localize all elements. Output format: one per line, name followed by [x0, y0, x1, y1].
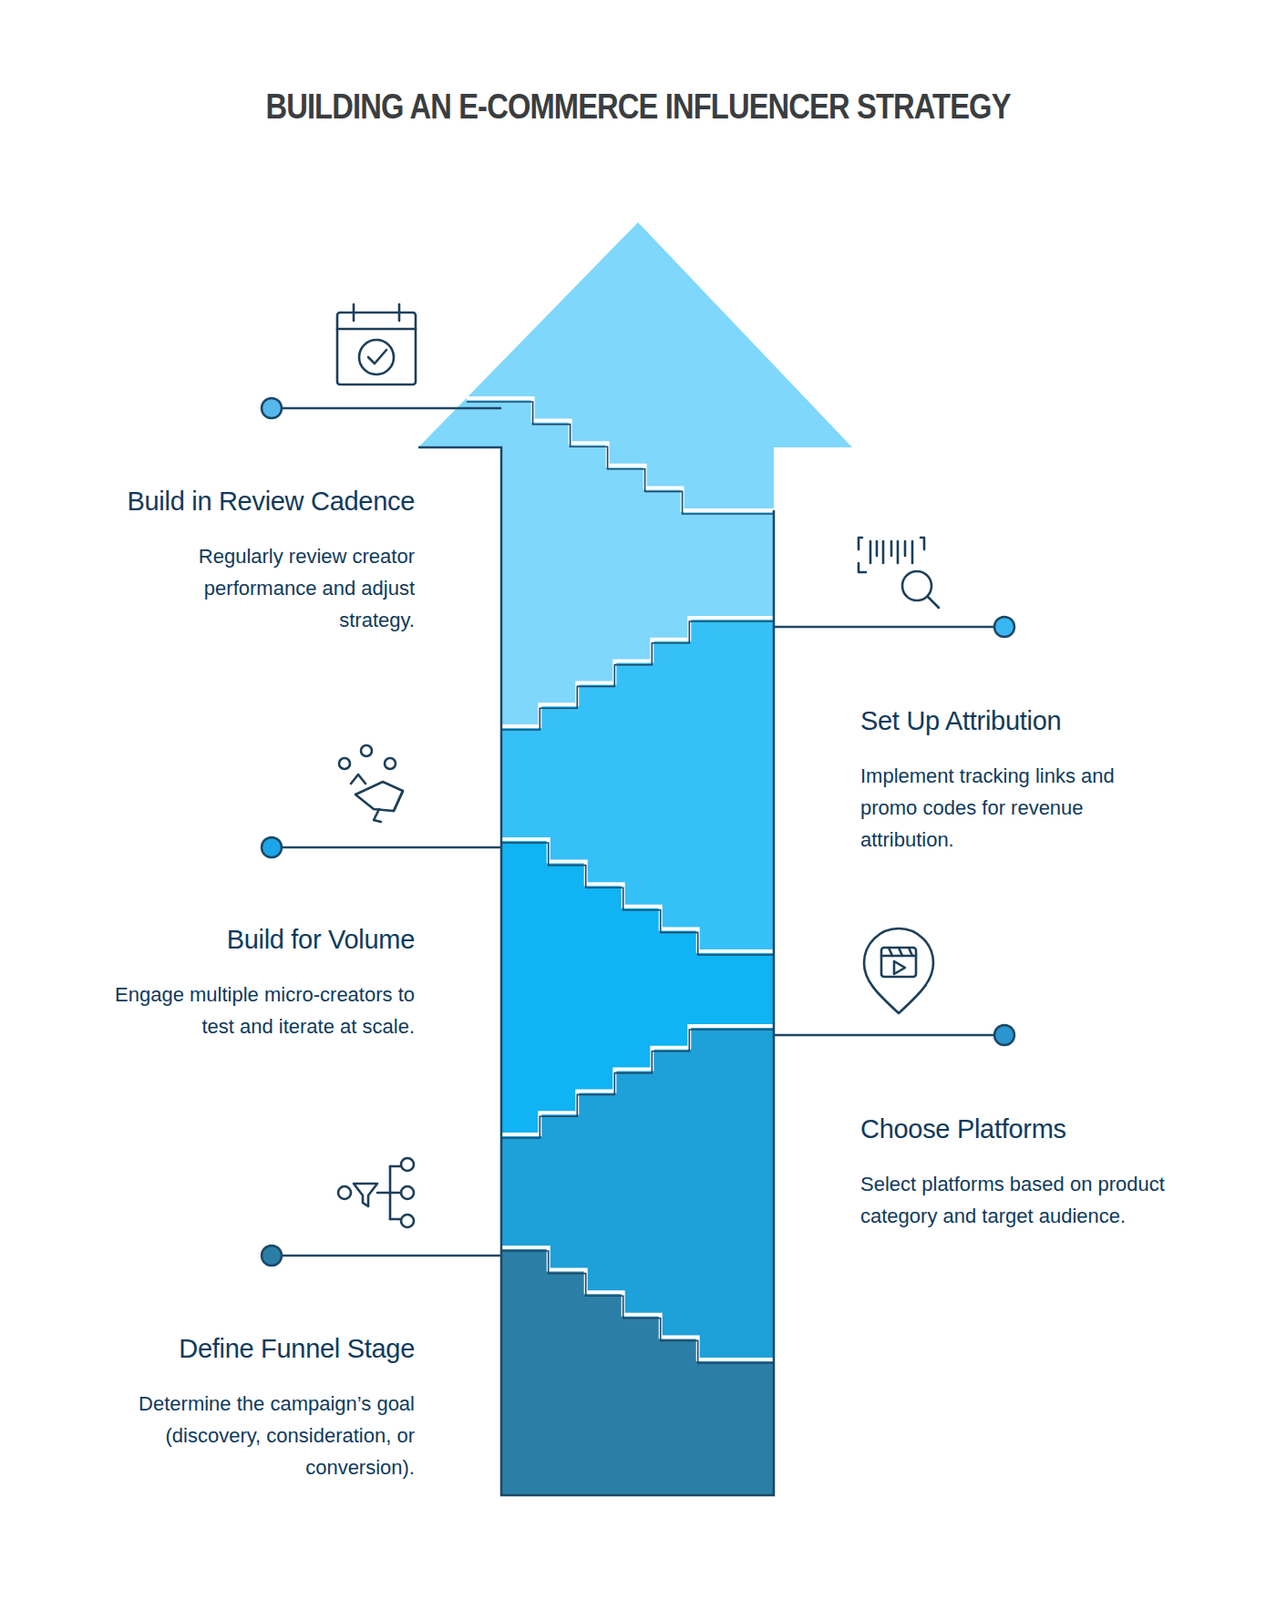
step-heading: Choose Platforms: [860, 1112, 1174, 1146]
stair-band: [501, 1247, 774, 1496]
stair-highlight: [501, 1247, 774, 1360]
step-heading: Set Up Attribution: [860, 704, 1174, 738]
step-heading: Build in Review Cadence: [123, 484, 415, 518]
stair-highlight: [501, 1026, 774, 1135]
calendar-icon: [337, 304, 416, 385]
stair-highlight: [501, 617, 774, 727]
step-description: Regularly review creator performance and…: [132, 540, 415, 637]
stair-edge: [466, 401, 774, 515]
diagram-title: BUILDING AN E-COMMERCE INFLUENCER STRATE…: [89, 87, 1187, 127]
leader-line: [281, 407, 502, 411]
step-callout: Set Up AttributionImplement tracking lin…: [860, 704, 1174, 856]
stair-edge: [501, 621, 774, 731]
arrow-outline: [418, 447, 774, 1496]
stair-highlight: [466, 398, 774, 511]
stair-band: [501, 839, 774, 1496]
video-pin-icon: [864, 928, 934, 1014]
step-description: Determine the campaign’s goal (discovery…: [77, 1388, 415, 1484]
leader-dot: [994, 1025, 1015, 1046]
step-heading: Build for Volume: [73, 923, 415, 957]
barcode-scan-icon: [858, 537, 939, 608]
leader-line: [773, 626, 995, 629]
step-callout: Build for VolumeEngage multiple micro-cr…: [73, 923, 415, 1043]
leader-line: [281, 846, 502, 850]
stair-edge: [501, 843, 774, 956]
step-heading: Define Funnel Stage: [73, 1332, 415, 1366]
step-description: Select platforms based on product catego…: [860, 1168, 1171, 1233]
stair-bands: [418, 222, 853, 1496]
step-callout: Define Funnel StageDetermine the campaig…: [73, 1332, 415, 1484]
leader-line: [281, 1255, 502, 1258]
step-callout: Choose PlatformsSelect platforms based o…: [860, 1112, 1174, 1233]
step-description: Implement tracking links and promo codes…: [860, 760, 1171, 856]
leader-line: [773, 1034, 995, 1038]
step-callout: Build in Review CadenceRegularly review …: [123, 484, 415, 637]
stair-band: [501, 617, 774, 1496]
leader-dot: [994, 617, 1015, 638]
stair-band: [501, 1026, 774, 1496]
stair-highlight: [501, 839, 774, 952]
leader-dot: [261, 398, 282, 419]
step-description: Engage multiple micro-creators to test a…: [77, 978, 415, 1043]
leader-dot: [261, 1245, 282, 1266]
stair-edge: [501, 1029, 774, 1139]
funnel-icon: [338, 1158, 414, 1228]
arrow-head-band: [418, 222, 853, 1496]
stair-edge: [501, 1251, 774, 1364]
megaphone-icon: [339, 745, 403, 823]
leader-dot: [261, 837, 282, 858]
